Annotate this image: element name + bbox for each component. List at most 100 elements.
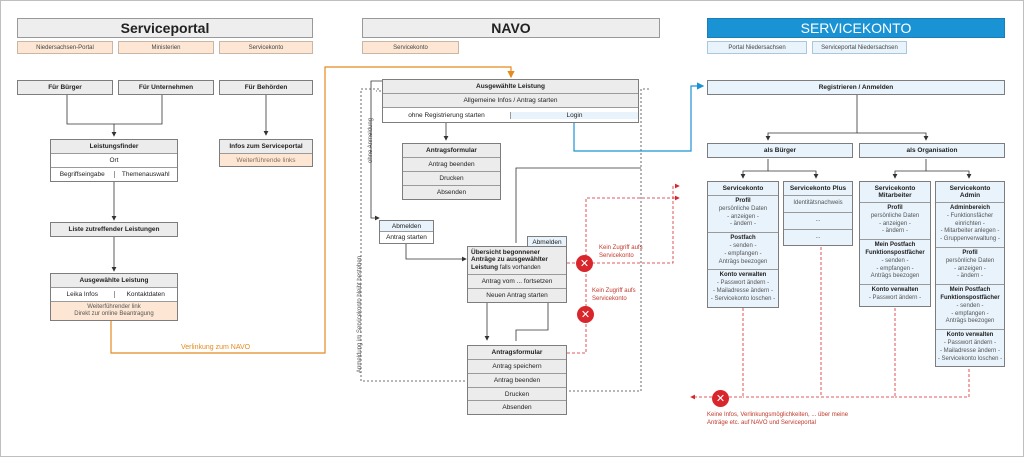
abmelden-button-1[interactable]: Abmelden bbox=[380, 221, 433, 232]
header-servicekonto: SERVICEKONTO bbox=[707, 18, 1005, 38]
label-fuer-behoerden: Für Behörden bbox=[220, 81, 312, 94]
box-fuer-behoerden: Für Behörden bbox=[219, 80, 313, 95]
sk-plus-item-a: ... bbox=[815, 216, 821, 223]
tag-serviceportal-niedersachsen: Serviceportal Niedersachsen bbox=[812, 41, 907, 54]
sp-kontaktdaten: Kontaktdaten bbox=[113, 291, 178, 298]
box-leistungsfinder: Leistungsfinder Ort Begriffseingabe Them… bbox=[50, 139, 178, 182]
sk-buerger-profil[interactable]: Profil bbox=[735, 198, 751, 204]
box-ausgewaehlte-leistung-sp: Ausgewählte Leistung Leika Infos Kontakt… bbox=[50, 273, 178, 321]
infos-title: Infos zum Serviceportal bbox=[220, 140, 312, 154]
uebersicht-suffix: falls vorhanden bbox=[499, 264, 541, 271]
sk-mitarbeiter-profil-text: persönliche Daten - anzeigen - - ändern … bbox=[870, 212, 920, 235]
sk-admin-postfach-text: - senden - - empfangen - Anträgs beezoge… bbox=[945, 302, 995, 325]
sk-plus-identitaet[interactable]: Identitätsnachweis bbox=[793, 200, 843, 206]
sp-weiterfuehrender-link[interactable]: Weiterführender link Direkt zur online B… bbox=[51, 302, 177, 320]
card-servicekonto-admin: Servicekonto Admin Adminbereich- Funktio… bbox=[935, 181, 1005, 368]
tag-niedersachsen-portal: Niedersachsen-Portal bbox=[17, 41, 113, 54]
verlinkung-navo-label: Verlinkung zum NAVO bbox=[181, 344, 251, 351]
box-als-organisation: als Organisation bbox=[859, 143, 1005, 158]
antrag1-absenden[interactable]: Absenden bbox=[403, 186, 500, 199]
box-fuer-unternehmen: Für Unternehmen bbox=[118, 80, 214, 95]
leistungsfinder-title: Leistungsfinder bbox=[51, 140, 177, 154]
box-antragsformular-2: Antragsformular Antrag speichern Antrag … bbox=[467, 345, 567, 415]
antrag2-absenden[interactable]: Absenden bbox=[468, 401, 566, 414]
no-access-icon-1: ✕ bbox=[576, 255, 593, 272]
sk-admin-title: Servicekonto Admin bbox=[936, 182, 1004, 203]
antrag1-title: Antragsformular bbox=[403, 144, 500, 158]
navo-leistung-infos: Allgemeine Infos / Antrag starten bbox=[383, 94, 638, 108]
label-fuer-buerger: Für Bürger bbox=[18, 81, 112, 94]
antrag1-beenden[interactable]: Antrag beenden bbox=[403, 158, 500, 172]
tag-servicekonto: Servicekonto bbox=[219, 41, 313, 54]
sk-plus-title: Servicekonto Plus bbox=[784, 182, 852, 196]
antrag1-drucken[interactable]: Drucken bbox=[403, 172, 500, 186]
no-access-note-1: Kein Zugriff aufs Servicekonto bbox=[599, 245, 643, 259]
sk-admin-bereich[interactable]: Adminbereich bbox=[949, 205, 990, 211]
box-als-buerger: als Bürger bbox=[707, 143, 853, 158]
antrag2-beenden[interactable]: Antrag beenden bbox=[468, 374, 566, 388]
side-label-anmeldung-bleibt: Anmeldung im Servicekonto bleibt bestehe… bbox=[357, 255, 363, 373]
sk-buerger-konto-text: - Passwort ändern - - Mailadresse ändern… bbox=[710, 280, 776, 302]
navo-leistung-title: Ausgewählte Leistung bbox=[383, 80, 638, 94]
tag-navo-servicekonto: Servicekonto bbox=[362, 41, 459, 54]
tag-portal-niedersachsen: Portal Niedersachsen bbox=[707, 41, 807, 54]
no-access-icon-3: ✕ bbox=[712, 390, 729, 407]
sk-admin-postfach[interactable]: Mein Postfach Funktionspostfächer bbox=[940, 287, 1000, 301]
infos-links: Weiterführende links bbox=[220, 154, 312, 166]
box-ausgewaehlte-leistung-navo: Ausgewählte Leistung Allgemeine Infos / … bbox=[382, 79, 639, 123]
side-label-ohne-anmeldung: ohne Anmeldung bbox=[368, 117, 374, 163]
sk-admin-konto[interactable]: Konto verwalten bbox=[946, 332, 994, 339]
antrag2-title: Antragsformular bbox=[468, 346, 566, 360]
neuen-antrag-starten[interactable]: Neuen Antrag starten bbox=[468, 289, 566, 302]
uebersicht-title: Übersicht begonnener Anträge zu ausgewäh… bbox=[471, 249, 548, 271]
liste-title: Liste zutreffender Leistungen bbox=[51, 223, 177, 236]
box-liste-leistungen: Liste zutreffender Leistungen bbox=[50, 222, 178, 237]
box-uebersicht-antraege: Übersicht begonnener Anträge zu ausgewäh… bbox=[467, 246, 567, 303]
no-access-icon-2: ✕ bbox=[577, 306, 594, 323]
als-organisation[interactable]: als Organisation bbox=[906, 147, 958, 154]
sp-ausgewaehlt-title: Ausgewählte Leistung bbox=[51, 274, 177, 288]
box-antragsformular-1: Antragsformular Antrag beenden Drucken A… bbox=[402, 143, 501, 200]
ohne-registrierung-button[interactable]: ohne Registrierung starten bbox=[408, 111, 485, 119]
sk-mitarbeiter-postfach-text: - senden - - empfangen - Anträgs beezoge… bbox=[870, 257, 920, 280]
leistungsfinder-thema: Themenauswahl bbox=[113, 171, 178, 178]
antrag-fortsetzen[interactable]: Antrag vom ... fortsetzen bbox=[468, 275, 566, 289]
sk-admin-profil-text: persönliche Daten - anzeigen - - ändern … bbox=[945, 257, 995, 280]
sp-leika-infos: Leika Infos bbox=[66, 291, 98, 298]
header-serviceportal: Serviceportal bbox=[17, 18, 313, 38]
box-fuer-buerger: Für Bürger bbox=[17, 80, 113, 95]
leistungsfinder-begriff: Begriffseingabe bbox=[59, 171, 105, 178]
sk-mitarbeiter-title: Servicekonto Mitarbeiter bbox=[860, 182, 930, 203]
als-buerger[interactable]: als Bürger bbox=[763, 147, 797, 154]
antrag2-drucken[interactable]: Drucken bbox=[468, 388, 566, 401]
registrieren-anmelden[interactable]: Registrieren / Anmelden bbox=[818, 84, 894, 91]
sk-buerger-postfach-text: - senden - - empfangen - Anträgs beezoge… bbox=[718, 242, 768, 265]
sk-admin-profil[interactable]: Profil bbox=[962, 249, 978, 256]
tag-ministerien: Ministerien bbox=[118, 41, 214, 54]
sk-mitarbeiter-profil[interactable]: Profil bbox=[887, 205, 903, 211]
sk-admin-konto-text: - Passwort ändern - - Mailadresse ändern… bbox=[937, 339, 1003, 362]
sk-plus-item-b: ... bbox=[815, 233, 821, 240]
keine-infos-note: Keine Infos, Verlinkungsmöglichkeiten, .… bbox=[707, 412, 849, 426]
sk-buerger-konto[interactable]: Konto verwalten bbox=[719, 272, 767, 279]
antrag-starten-button[interactable]: Antrag starten bbox=[380, 232, 433, 243]
sk-buerger-profil-text: persönliche Daten - anzeigen - - ändern … bbox=[718, 205, 768, 228]
label-fuer-unternehmen: Für Unternehmen bbox=[119, 81, 213, 94]
login-button[interactable]: Login bbox=[510, 111, 638, 119]
antrag2-speichern[interactable]: Antrag speichern bbox=[468, 360, 566, 374]
box-registrieren-anmelden: Registrieren / Anmelden bbox=[707, 80, 1005, 95]
sk-buerger-postfach[interactable]: Postfach bbox=[730, 235, 756, 242]
box-infos-serviceportal: Infos zum Serviceportal Weiterführende l… bbox=[219, 139, 313, 167]
sk-mitarbeiter-konto[interactable]: Konto verwalten bbox=[871, 287, 919, 294]
no-access-note-2: Kein Zugriff aufs Servicekonto bbox=[592, 288, 636, 302]
sk-mitarbeiter-postfach[interactable]: Mein Postfach Funktionspostfächer bbox=[865, 242, 925, 256]
sk-buerger-title: Servicekonto bbox=[708, 182, 778, 196]
header-navo: NAVO bbox=[362, 18, 660, 38]
leistungsfinder-ort: Ort bbox=[51, 154, 177, 168]
card-servicekonto-plus: Servicekonto Plus Identitätsnachweis ...… bbox=[783, 181, 853, 247]
sk-mitarbeiter-konto-text: - Passwort ändern - bbox=[868, 294, 922, 301]
box-abmelden-start: Abmelden Antrag starten bbox=[379, 220, 434, 244]
